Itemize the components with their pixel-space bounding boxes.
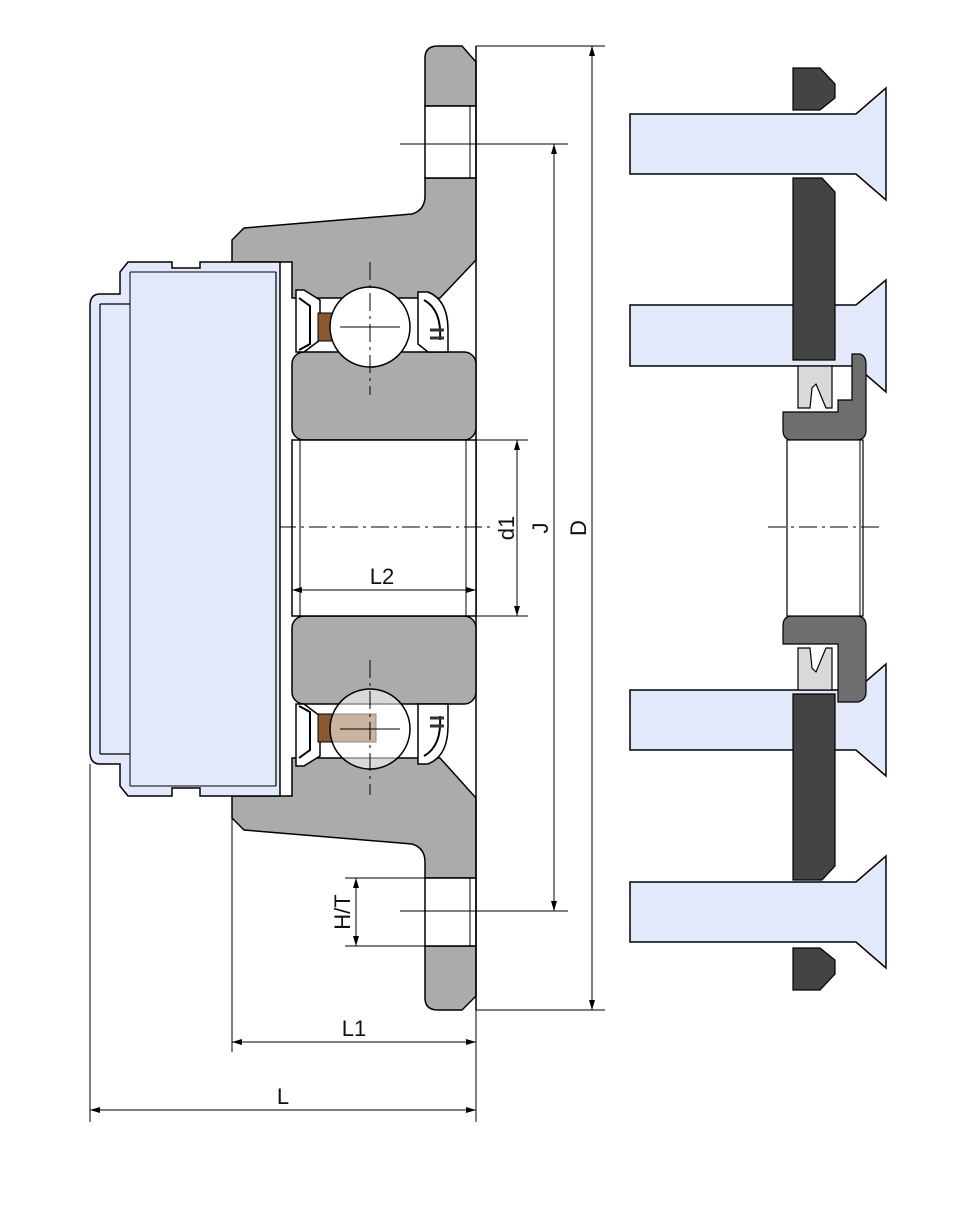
end-cover-outer bbox=[89, 261, 281, 797]
dim-label-HT: H/T bbox=[330, 894, 355, 929]
gasket-lower bbox=[792, 693, 836, 881]
side-insert-lower bbox=[782, 615, 867, 703]
bolt-2 bbox=[629, 278, 887, 394]
dim-label-L1: L1 bbox=[342, 1016, 366, 1041]
bolt-1 bbox=[629, 86, 887, 202]
dim-label-d1: d1 bbox=[494, 516, 519, 540]
bolt-hole-bottom bbox=[424, 877, 477, 947]
gasket-upper bbox=[792, 177, 836, 361]
v-seal-upper bbox=[797, 365, 833, 409]
dim-label-L2: L2 bbox=[370, 564, 394, 589]
v-seal-lower bbox=[797, 647, 833, 691]
bolt-4 bbox=[629, 854, 887, 970]
gasket-bottom-cap bbox=[792, 947, 836, 991]
dim-label-D: D bbox=[566, 520, 591, 536]
gasket-top-cap bbox=[792, 67, 836, 111]
flange-ear-top bbox=[424, 45, 477, 107]
side-insert-upper bbox=[782, 353, 867, 441]
side-view bbox=[629, 67, 887, 991]
dim-label-L: L bbox=[277, 1084, 289, 1109]
flange-housing bbox=[231, 45, 477, 1011]
dim-label-J: J bbox=[528, 523, 553, 534]
bearing-top bbox=[295, 262, 449, 395]
bolt-hole-top bbox=[424, 105, 477, 179]
bearing-bottom bbox=[295, 660, 449, 795]
dimension-lines bbox=[89, 45, 605, 1122]
bore bbox=[291, 439, 477, 617]
end-cover bbox=[89, 261, 281, 797]
flange-ear-bottom bbox=[424, 945, 477, 1011]
